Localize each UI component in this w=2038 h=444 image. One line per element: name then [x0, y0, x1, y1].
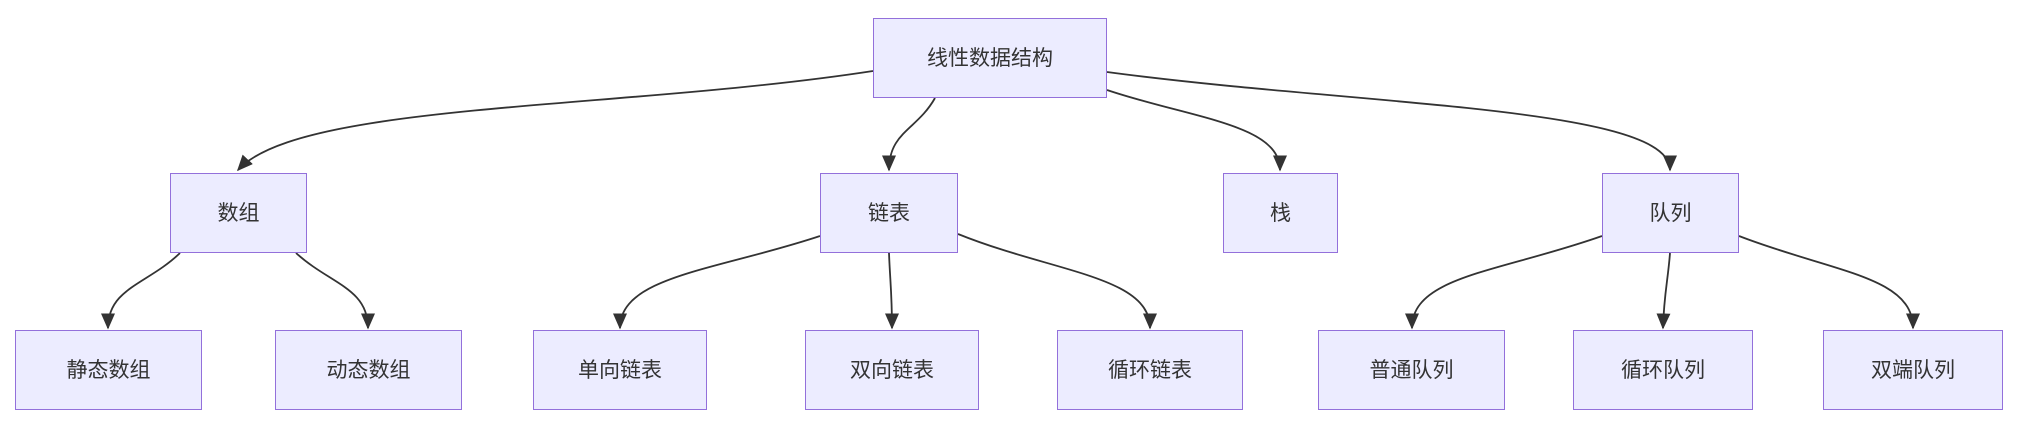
edge-linked-list-to-singly	[613, 235, 821, 330]
node-circular-queue: 循环队列	[1573, 330, 1753, 410]
edge-linked-list-to-circular	[957, 233, 1157, 330]
edge-linked-list-to-doubly	[884, 252, 899, 330]
edge-queue-to-circular-queue	[1656, 252, 1671, 330]
node-static-array: 静态数组	[15, 330, 202, 410]
node-array: 数组	[170, 173, 307, 253]
edge-array-to-static-array	[101, 252, 181, 330]
node-circular-linked-list: 循环链表	[1057, 330, 1243, 410]
edge-root-to-linked-list	[882, 97, 936, 172]
node-queue: 队列	[1602, 173, 1739, 253]
node-linear-data-structure: 线性数据结构	[873, 18, 1107, 98]
edge-root-to-array	[236, 70, 874, 172]
edge-array-to-dynamic-array	[295, 252, 375, 330]
node-linked-list: 链表	[820, 173, 958, 253]
node-singly-linked-list: 单向链表	[533, 330, 707, 410]
node-doubly-linked-list: 双向链表	[805, 330, 979, 410]
edge-root-to-queue	[1106, 71, 1677, 172]
edge-queue-to-normal-queue	[1405, 235, 1603, 330]
node-dynamic-array: 动态数组	[275, 330, 462, 410]
node-stack: 栈	[1223, 173, 1338, 253]
edge-queue-to-deque	[1738, 235, 1920, 330]
node-deque: 双端队列	[1823, 330, 2003, 410]
edge-root-to-stack	[1106, 89, 1287, 172]
node-normal-queue: 普通队列	[1318, 330, 1505, 410]
